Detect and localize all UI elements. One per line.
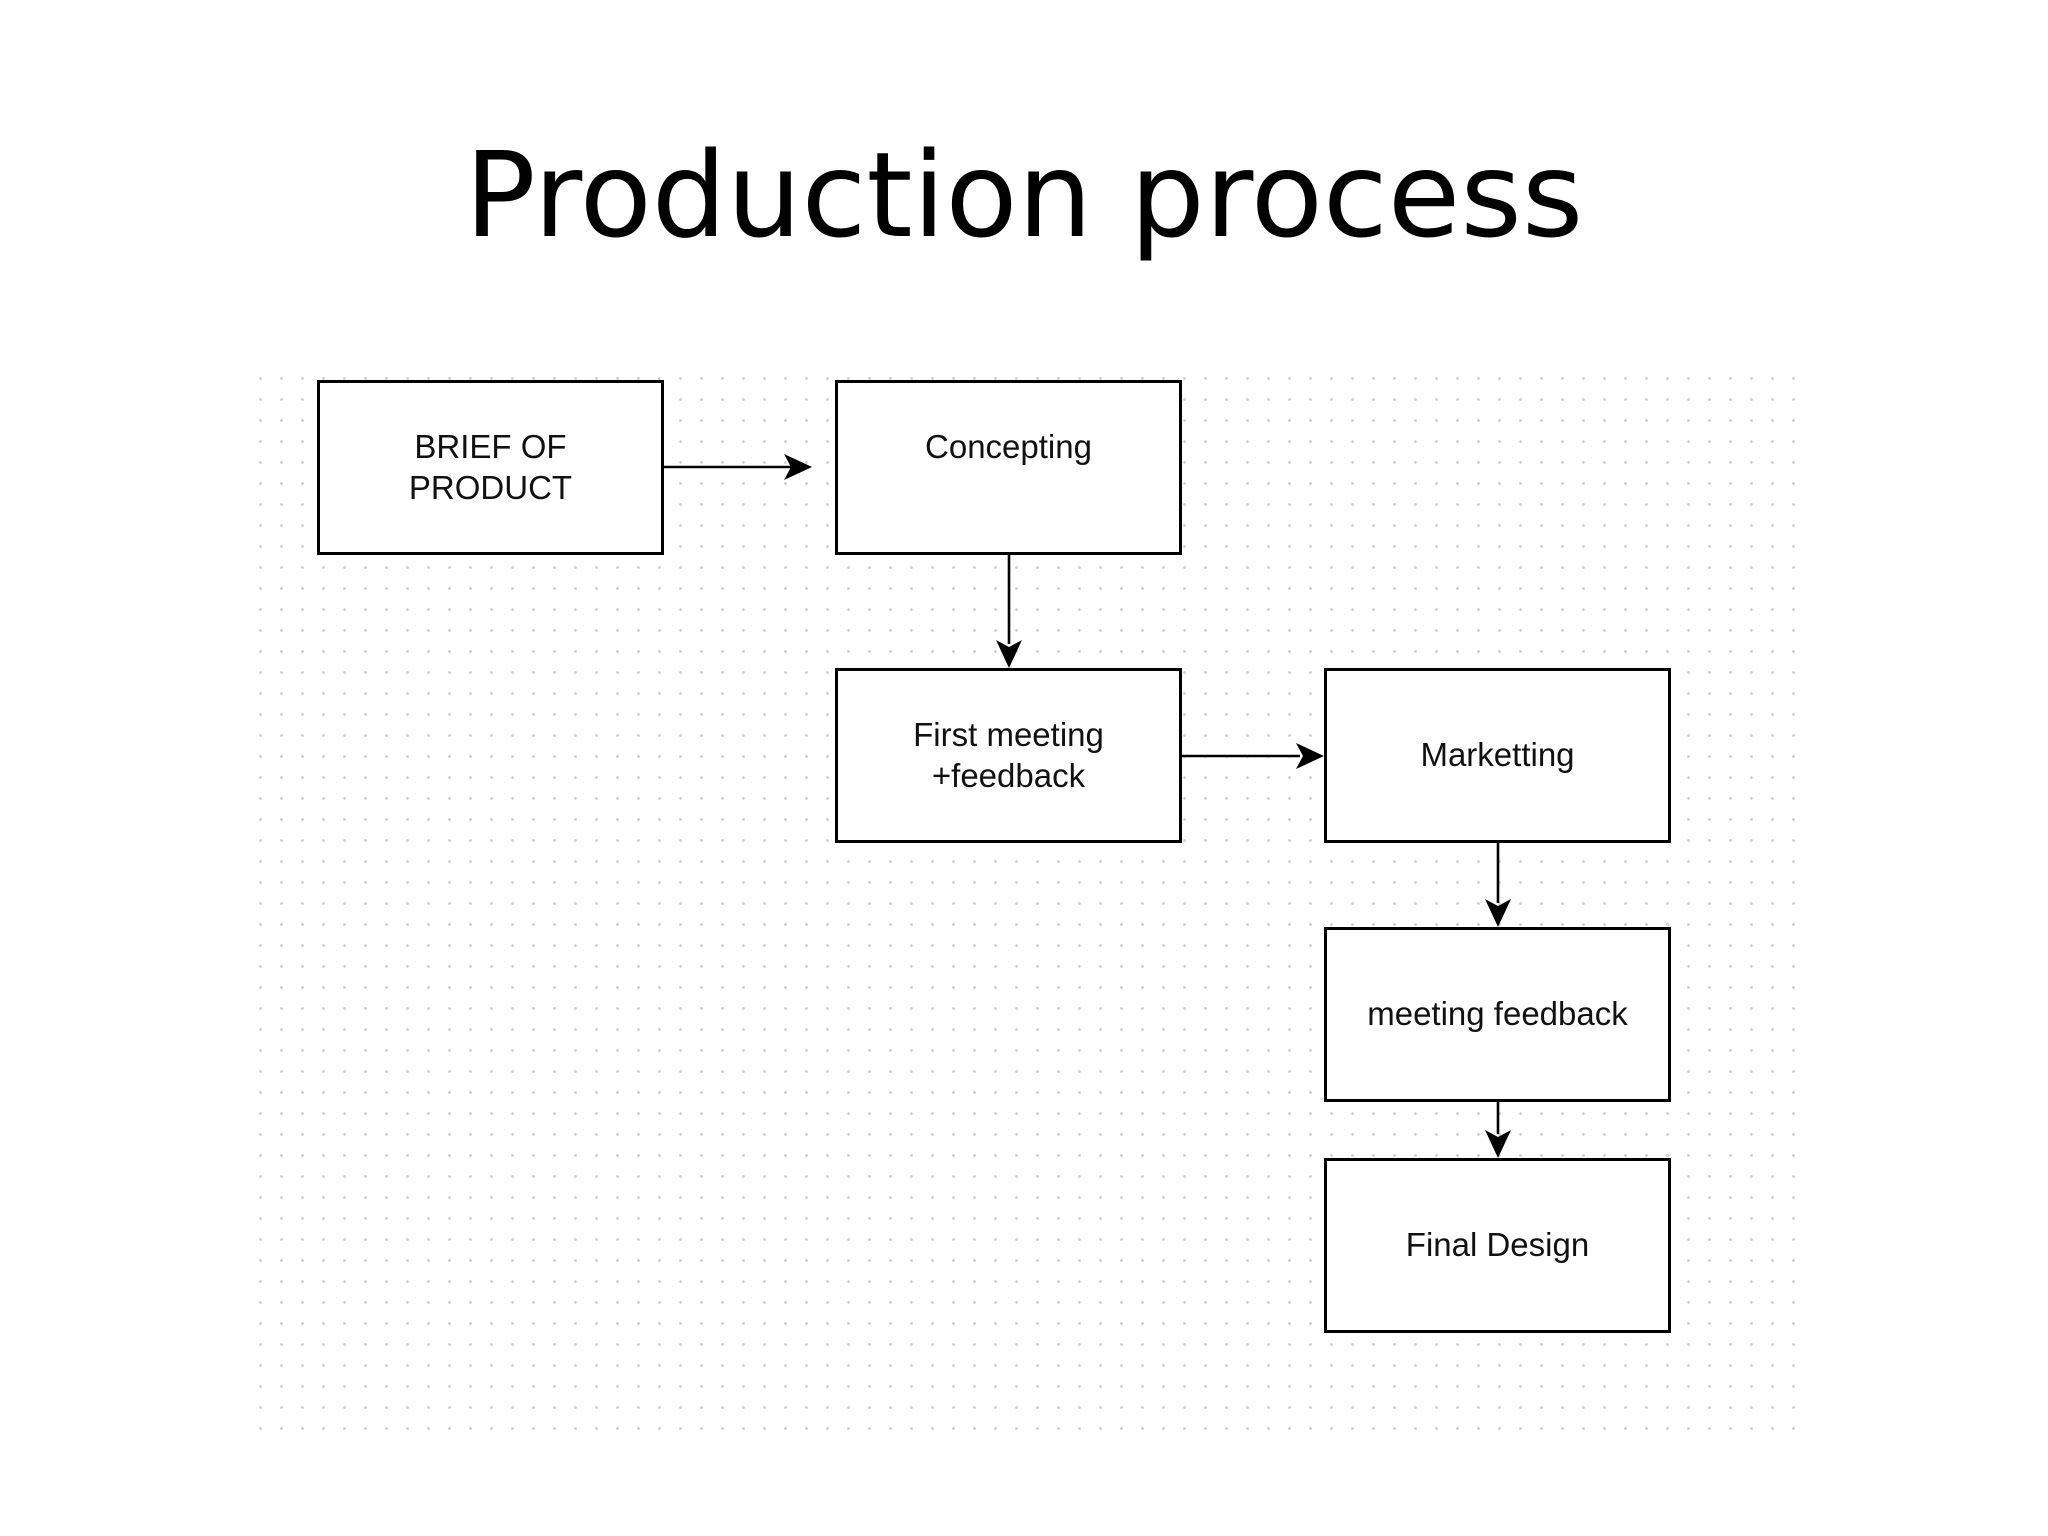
node-first-meeting-feedback: First meeting +feedback bbox=[835, 668, 1182, 843]
node-meeting-feedback: meeting feedback bbox=[1324, 927, 1671, 1102]
slide-title: Production process bbox=[464, 126, 1584, 264]
node-brief-of-product: BRIEF OF PRODUCT bbox=[317, 380, 664, 555]
node-final-design: Final Design bbox=[1324, 1158, 1671, 1333]
node-marketting: Marketting bbox=[1324, 668, 1671, 843]
node-concepting: Concepting bbox=[835, 380, 1182, 555]
